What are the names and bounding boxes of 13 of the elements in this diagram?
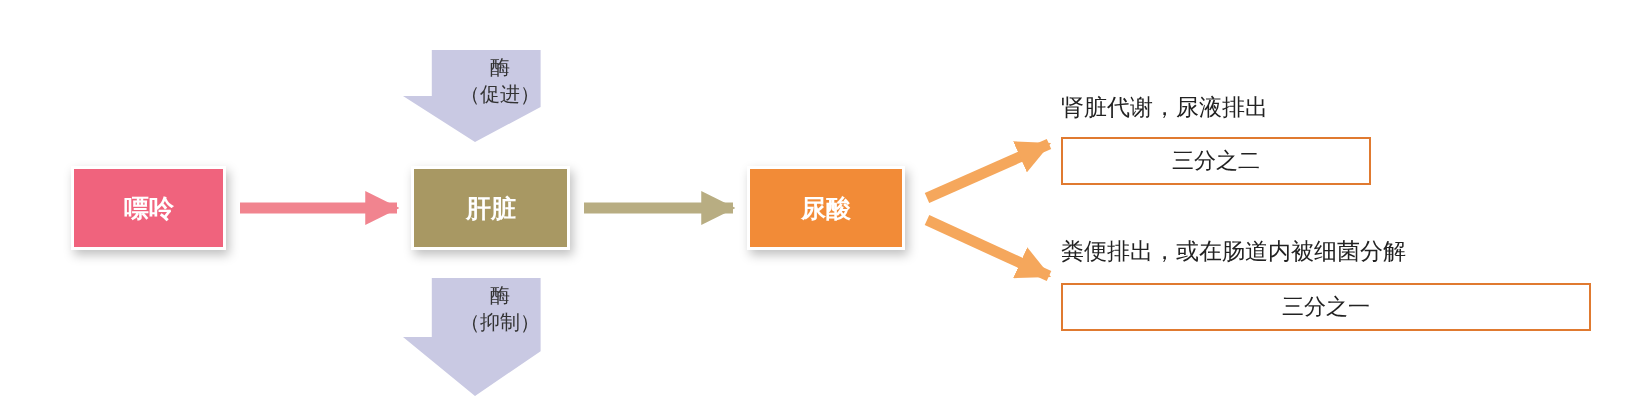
outcome-heading: 肾脏代谢，尿液排出 <box>1061 93 1268 122</box>
enzyme-label: 酶（促进） <box>459 54 541 108</box>
outcome-heading: 粪便排出，或在肠道内被细菌分解 <box>1061 237 1406 266</box>
enzyme-label: 酶（抑制） <box>459 282 541 336</box>
arrow <box>584 191 736 225</box>
arrow <box>240 191 400 225</box>
process-box: 尿酸 <box>747 166 905 250</box>
process-box: 肝脏 <box>411 166 570 250</box>
arrow <box>924 215 1052 281</box>
fraction-label: 三分之一 <box>1061 283 1591 331</box>
fraction-label: 三分之二 <box>1061 137 1371 185</box>
arrow <box>924 138 1052 204</box>
process-box: 嘌呤 <box>71 166 226 250</box>
